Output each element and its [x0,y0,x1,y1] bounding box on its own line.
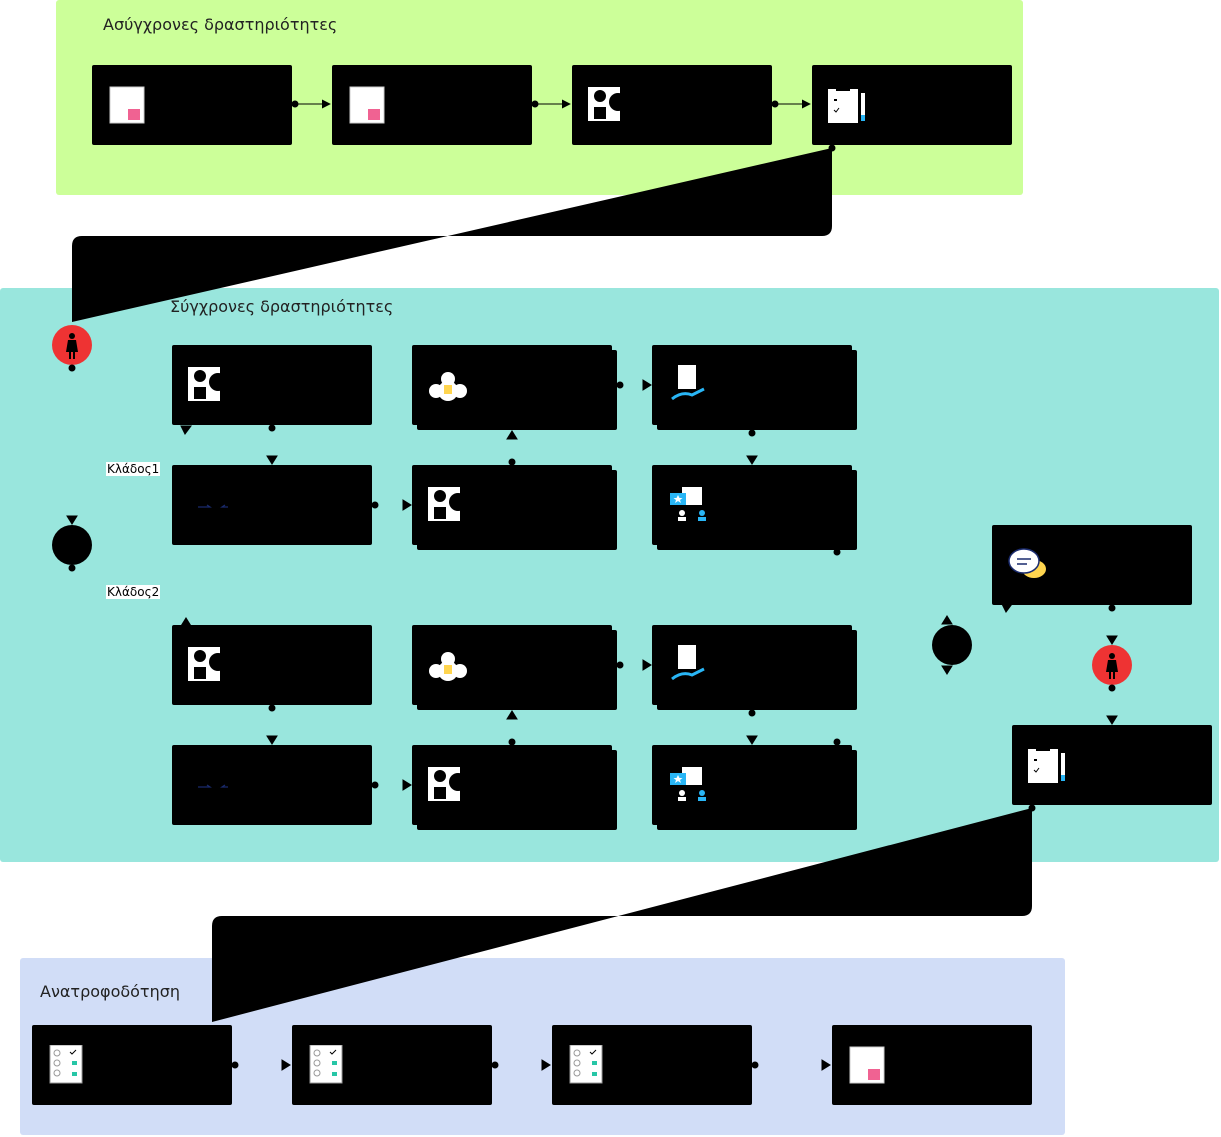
hand-document-icon [671,365,705,401]
async-activity-2[interactable] [332,65,532,145]
shapes-icon [428,487,467,521]
checklist-icon [49,1045,83,1084]
sync-b1-r2-c1[interactable] [172,465,372,545]
group-discussion-icon [429,372,467,401]
flow-async-to-sync [72,148,832,322]
fork-node[interactable] [52,525,92,565]
sync-b2-r2-c2[interactable] [412,745,612,825]
document-pink-icon [109,86,145,124]
hand-document-icon [671,645,705,681]
feedback-activity-3[interactable] [552,1025,752,1105]
start-node[interactable] [52,325,92,365]
feedback-activity-4[interactable] [832,1025,1032,1105]
sync-assessment-box[interactable] [1012,725,1212,805]
shapes-icon [588,87,627,121]
shapes-icon [428,767,467,801]
checklist-icon [569,1045,603,1084]
sync-b1-r2-c2[interactable] [412,465,612,545]
chat-bubbles-icon [1008,548,1046,578]
sync-b1-r1-c2[interactable] [412,345,612,425]
async-region-title: Ασύγχρονες δραστηριότητες [103,15,338,34]
async-activity-3[interactable] [572,65,772,145]
document-pink-icon [849,1046,885,1084]
person-icon [1106,653,1118,679]
shapes-icon [188,367,227,401]
sync-b1-r1-c1[interactable] [172,345,372,425]
sync-region-title: Σύγχρονες δραστηριότητες [170,297,394,316]
feedback-region-title: Ανατροφοδότηση [40,982,180,1001]
clipboard-pencil-icon [828,86,865,123]
group-discussion-icon [429,652,467,681]
branch-label-1: Κλάδος1 [106,462,161,476]
feedback-activity-1[interactable] [32,1025,232,1105]
sync-b2-r1-c3[interactable] [652,625,852,705]
feedback-activity-2[interactable] [292,1025,492,1105]
sync-b2-r1-c1[interactable] [172,625,372,705]
clipboard-pencil-icon [1028,746,1065,783]
teacher-node[interactable] [1092,645,1132,685]
async-activity-1[interactable] [92,65,292,145]
presentation-people-icon [670,767,706,801]
join-node[interactable] [932,625,972,665]
sync-b2-r2-c1[interactable] [172,745,372,825]
sync-b2-r2-c3[interactable] [652,745,852,825]
async-activity-4[interactable] [812,65,1012,145]
sync-b2-r1-c2[interactable] [412,625,612,705]
swap-arrows-icon [198,784,228,788]
swap-arrows-icon [198,504,228,508]
sync-discussion-box[interactable] [992,525,1192,605]
checklist-icon [309,1045,343,1084]
branch-label-2: Κλάδος2 [106,585,161,599]
sync-b1-r2-c3[interactable] [652,465,852,545]
presentation-people-icon [670,487,706,521]
document-pink-icon [349,86,385,124]
person-icon [66,333,78,359]
flow-sync-to-feedback [212,808,1032,1022]
sync-b1-r1-c3[interactable] [652,345,852,425]
shapes-icon [188,647,227,681]
